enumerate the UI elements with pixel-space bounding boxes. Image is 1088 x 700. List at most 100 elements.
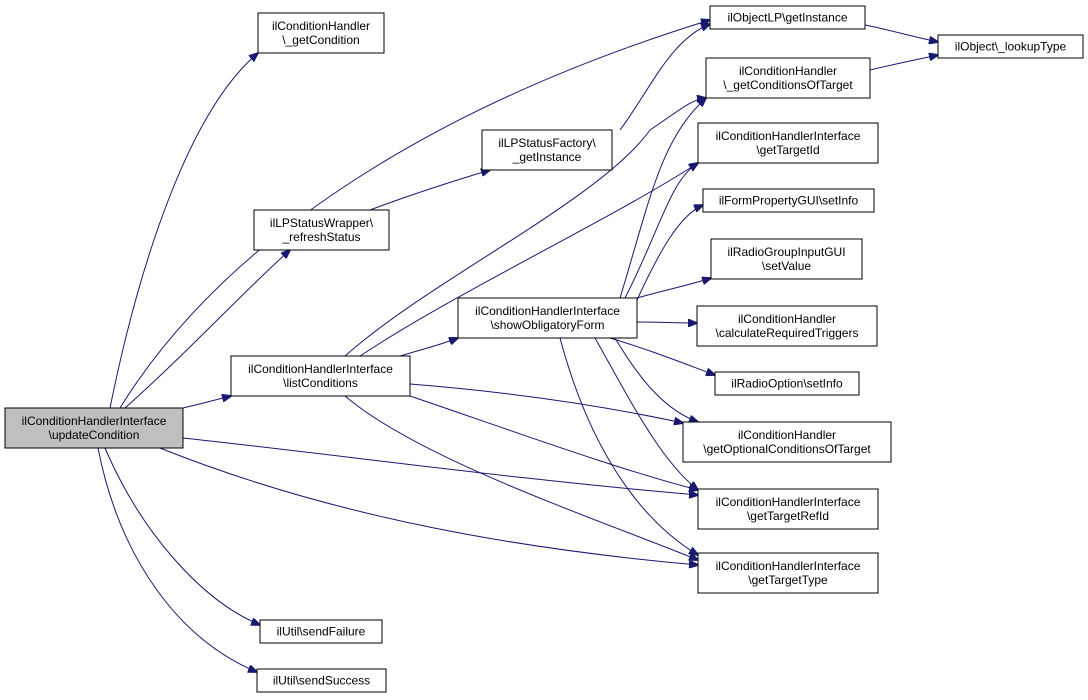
node-label: ilObject\_lookupType [955, 40, 1067, 54]
node-box [481, 129, 613, 171]
node-listConditions[interactable]: ilConditionHandlerInterface\listConditio… [230, 355, 411, 397]
node-box [457, 297, 638, 339]
node-box [259, 619, 383, 644]
node-getOptionalConditions[interactable]: ilConditionHandler\getOptionalConditions… [682, 421, 892, 463]
node-getTargetRefId[interactable]: ilConditionHandlerInterface\getTargetRef… [697, 488, 879, 530]
node-label: \getOptionalConditionsOfTarget [703, 442, 871, 456]
edge-objectLPGetInstance-to-lookupType [864, 24, 938, 42]
node-label: ilRadioGroupInputGUI [727, 245, 845, 259]
node-getCondition[interactable]: ilConditionHandler\_getCondition [257, 12, 385, 54]
node-box [682, 421, 892, 463]
node-label: \getTargetType [748, 573, 828, 587]
node-label: ilConditionHandlerInterface [716, 559, 861, 573]
node-label: ilConditionHandlerInterface [716, 495, 861, 509]
node-label: \getTargetRefId [747, 509, 829, 523]
node-label: ilLPStatusFactory\ [498, 136, 596, 150]
edge-updateCondition-to-sendSuccess [97, 447, 257, 672]
node-calcRequired[interactable]: ilConditionHandler\calculateRequiredTrig… [696, 305, 878, 347]
edge-getConditionsOfTarget-to-lookupType [869, 55, 938, 71]
node-radioOptionSetInfo[interactable]: ilRadioOption\setInfo [714, 371, 860, 396]
node-label: \setValue [762, 259, 811, 273]
node-lookupType[interactable]: ilObject\_lookupType [937, 34, 1084, 59]
edge-listConditions-to-showObligatoryForm [399, 338, 458, 357]
edge-updateCondition-to-getCondition [109, 53, 258, 409]
node-sendSuccess[interactable]: ilUtil\sendSuccess [256, 668, 387, 693]
node-radioSetValue[interactable]: ilRadioGroupInputGUI\setValue [710, 238, 863, 280]
node-box [937, 34, 1084, 59]
node-label: \_getConditionsOfTarget [723, 78, 853, 92]
edge-updateCondition-to-sendFailure [104, 447, 260, 625]
node-label: _refreshStatus [281, 230, 360, 244]
node-lpFactory[interactable]: ilLPStatusFactory\_getInstance [481, 129, 613, 171]
edge-updateCondition-to-refreshStatus [124, 250, 290, 409]
node-label: ilConditionHandler [739, 64, 837, 78]
node-label: ilUtil\sendSuccess [273, 674, 370, 688]
node-box [257, 12, 385, 54]
node-label: \updateCondition [49, 428, 140, 442]
edge-updateCondition-to-objectLPGetInstance [119, 20, 710, 409]
edge-showObligatoryForm-to-getTargetRefId [594, 337, 698, 490]
edge-showObligatoryForm-to-getOptionalConditions [614, 337, 698, 422]
node-label: _getInstance [512, 150, 582, 164]
node-box [253, 209, 390, 251]
node-label: ilConditionHandler [738, 428, 836, 442]
node-label: ilObjectLP\getInstance [727, 11, 847, 25]
edges [97, 20, 938, 672]
node-label: \calculateRequiredTriggers [716, 326, 859, 340]
node-box [697, 488, 879, 530]
node-updateCondition[interactable]: ilConditionHandlerInterface\updateCondit… [4, 407, 184, 449]
edge-listConditions-to-getConditionsOfTarget [344, 98, 706, 357]
edge-showObligatoryForm-to-radioSetValue [636, 278, 711, 299]
edge-listConditions-to-getTargetId [359, 163, 698, 357]
edge-refreshStatus-to-lpFactory [369, 170, 490, 211]
node-box [705, 57, 871, 99]
node-label: \_getCondition [282, 33, 359, 47]
node-getTargetType[interactable]: ilConditionHandlerInterface\getTargetTyp… [697, 552, 879, 594]
node-formSetInfo[interactable]: ilFormPropertyGUI\setInfo [702, 188, 875, 213]
node-label: \showObligatoryForm [490, 318, 604, 332]
node-label: ilLPStatusWrapper\ [270, 216, 374, 230]
node-box [256, 668, 387, 693]
node-refreshStatus[interactable]: ilLPStatusWrapper\_refreshStatus [253, 209, 390, 251]
node-box [230, 355, 411, 397]
node-box [702, 188, 875, 213]
node-label: ilUtil\sendFailure [277, 625, 366, 639]
node-label: ilConditionHandler [738, 312, 836, 326]
edge-updateCondition-to-getTargetRefId [182, 437, 698, 495]
node-label: ilConditionHandler [272, 19, 370, 33]
node-label: \getTargetId [756, 143, 819, 157]
edge-showObligatoryForm-to-getConditionsOfTarget [619, 98, 706, 299]
node-label: ilConditionHandlerInterface [475, 304, 620, 318]
node-box [697, 122, 879, 164]
edge-showObligatoryForm-to-radioOptionSetInfo [609, 337, 715, 375]
edge-lpFactory-to-objectLPGetInstance [619, 24, 710, 131]
node-sendFailure[interactable]: ilUtil\sendFailure [259, 619, 383, 644]
node-box [4, 407, 184, 449]
node-box [714, 371, 860, 396]
edge-showObligatoryForm-to-calcRequired [636, 322, 697, 323]
edge-listConditions-to-getTargetRefId [409, 395, 698, 490]
edge-updateCondition-to-listConditions [182, 396, 231, 409]
node-objectLPGetInstance[interactable]: ilObjectLP\getInstance [709, 5, 866, 30]
edge-updateCondition-to-getTargetType [159, 447, 698, 565]
node-showObligatoryForm[interactable]: ilConditionHandlerInterface\showObligato… [457, 297, 638, 339]
node-label: ilRadioOption\setInfo [731, 377, 843, 391]
node-box [709, 5, 866, 30]
node-box [710, 238, 863, 280]
node-box [696, 305, 878, 347]
node-getConditionsOfTarget[interactable]: ilConditionHandler\_getConditionsOfTarge… [705, 57, 871, 99]
node-box [697, 552, 879, 594]
edge-showObligatoryForm-to-getTargetType [559, 337, 698, 555]
edge-showObligatoryForm-to-getTargetId [624, 163, 698, 299]
node-getTargetId[interactable]: ilConditionHandlerInterface\getTargetId [697, 122, 879, 164]
nodes: ilConditionHandlerInterface\updateCondit… [4, 5, 1084, 693]
node-label: ilConditionHandlerInterface [716, 129, 861, 143]
edge-listConditions-to-getOptionalConditions [409, 383, 683, 423]
node-label: \listConditions [283, 376, 358, 390]
edge-showObligatoryForm-to-formSetInfo [636, 205, 703, 301]
node-label: ilFormPropertyGUI\setInfo [719, 194, 859, 208]
edge-listConditions-to-getTargetType [344, 395, 698, 560]
node-label: ilConditionHandlerInterface [22, 414, 167, 428]
node-label: ilConditionHandlerInterface [248, 362, 393, 376]
